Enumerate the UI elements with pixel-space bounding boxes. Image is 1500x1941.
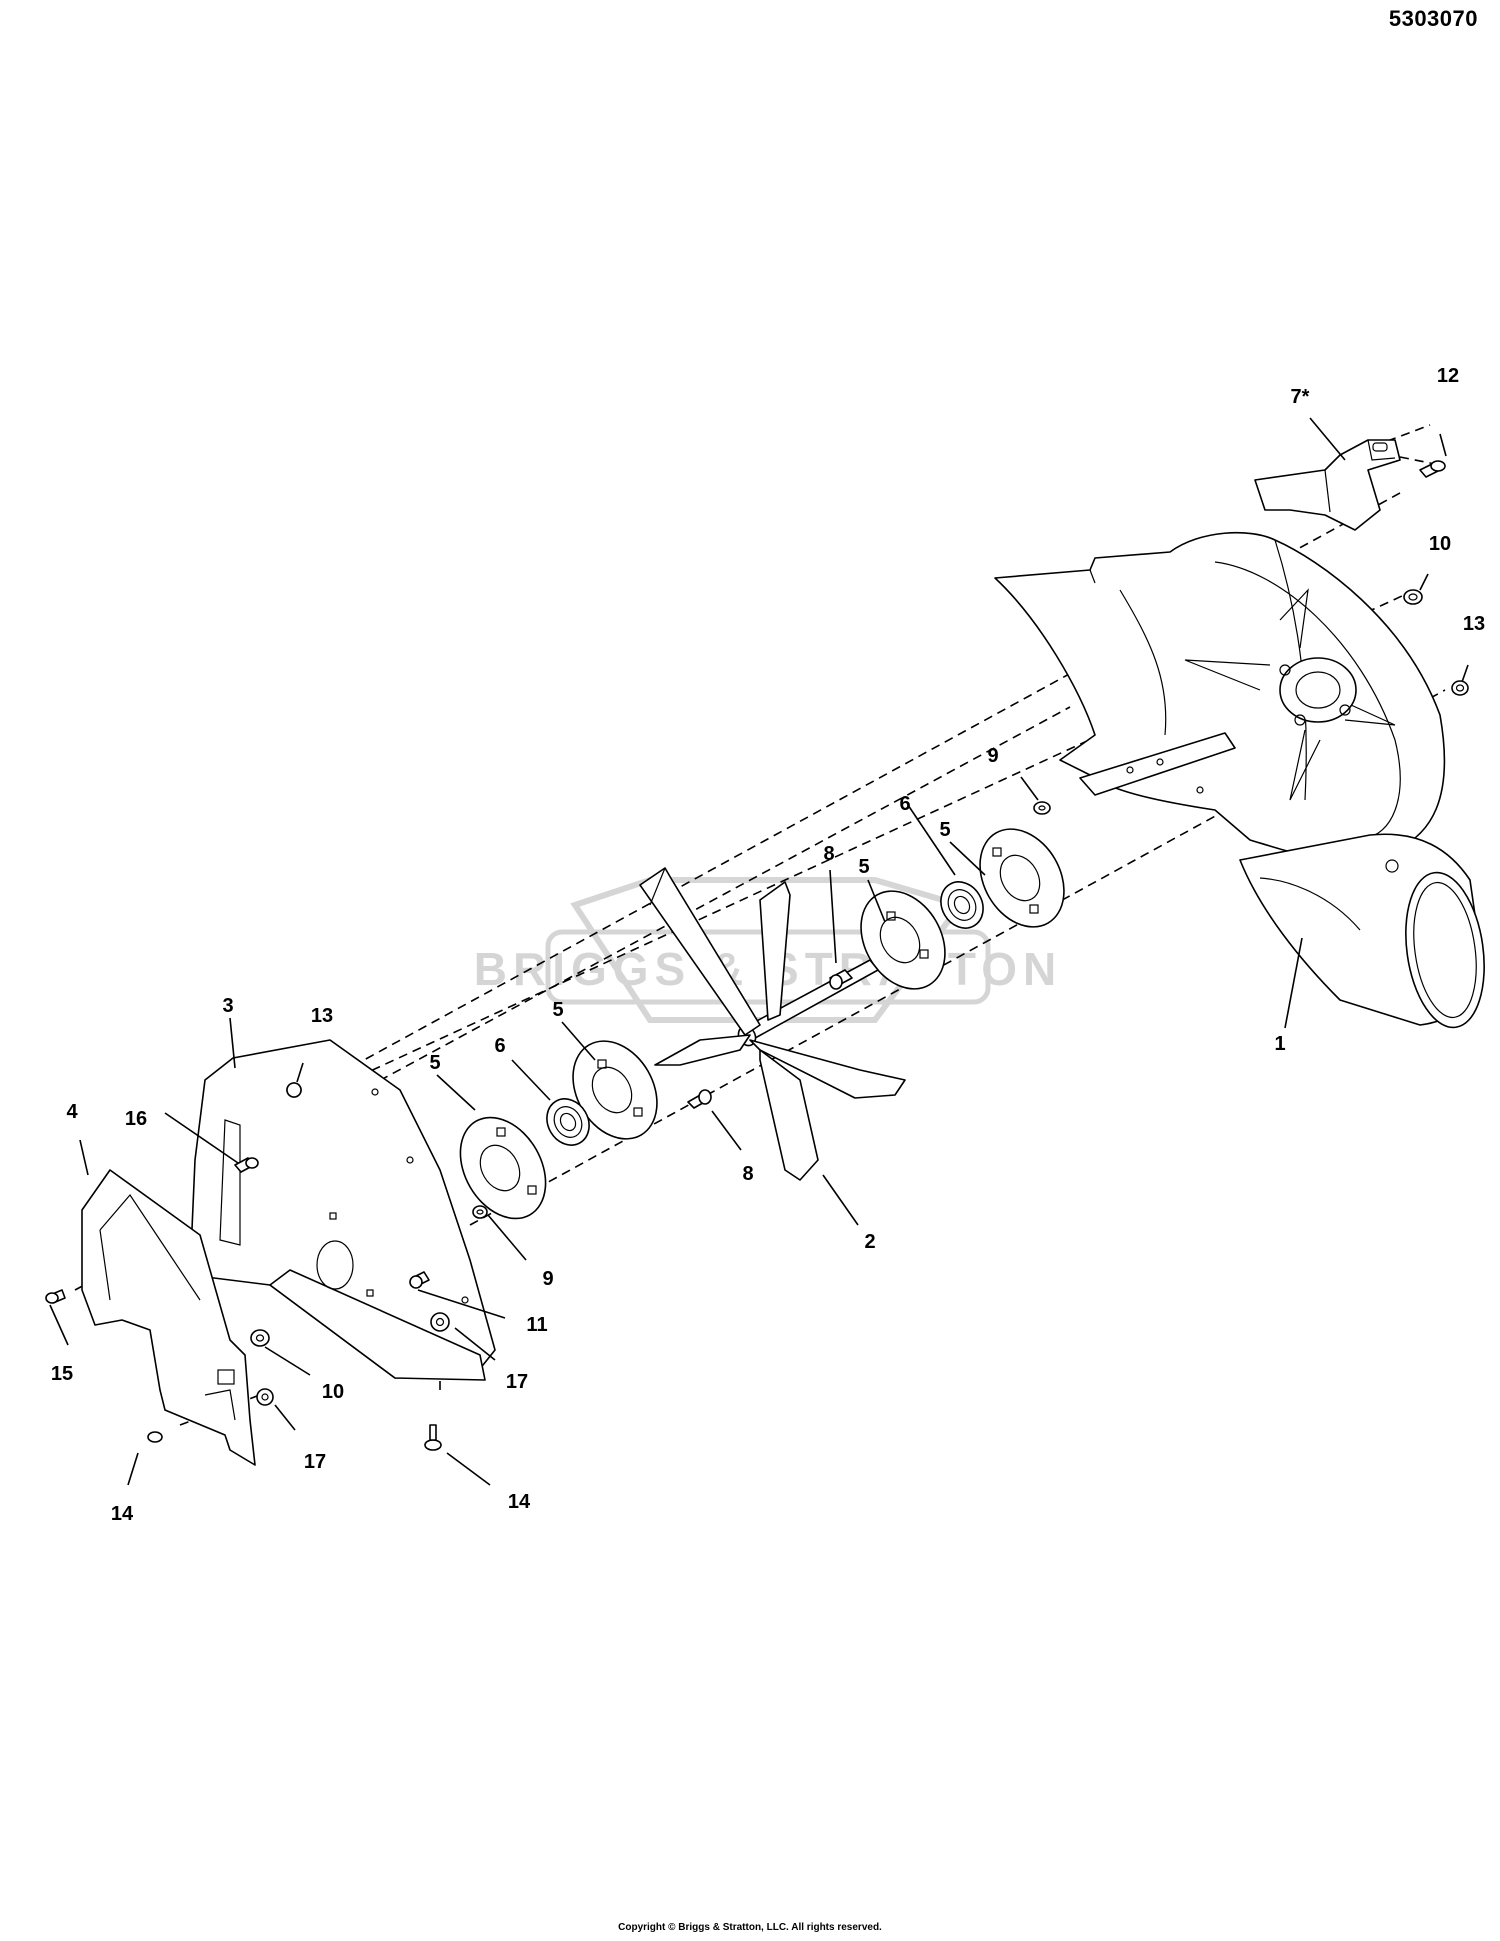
impeller (639, 867, 906, 1181)
callout-15: 15 (51, 1363, 73, 1385)
guard (81, 1169, 256, 1466)
callout-14-a: 14 (111, 1503, 134, 1525)
callout-5-c: 5 (858, 856, 869, 878)
callout-6-b: 6 (899, 793, 910, 815)
callout-11: 11 (526, 1314, 547, 1336)
bracket (1254, 439, 1401, 531)
side-cover (189, 1039, 496, 1381)
callout-10-a: 10 (1429, 533, 1451, 555)
callout-8-a: 8 (823, 843, 834, 865)
callout-17-b: 17 (304, 1451, 326, 1473)
callout-2: 2 (864, 1231, 875, 1253)
callout-5-d: 5 (939, 819, 950, 841)
callout-5-b: 5 (552, 999, 563, 1021)
copyright-notice: Copyright © Briggs & Stratton, LLC. All … (618, 1922, 882, 1933)
hardware-right (1033, 460, 1469, 815)
callout-13-b: 13 (311, 1005, 333, 1027)
callout-6-a: 6 (494, 1035, 505, 1057)
pins (472, 969, 853, 1219)
callout-14-b: 14 (508, 1491, 531, 1513)
callout-3: 3 (222, 995, 233, 1017)
hardware-left (45, 1082, 450, 1451)
callout-1: 1 (1274, 1033, 1285, 1055)
callout-17-a: 17 (506, 1371, 528, 1393)
callout-10-b: 10 (322, 1381, 344, 1403)
callout-12: 12 (1437, 365, 1459, 387)
blower-housing (994, 531, 1485, 1029)
bearings (546, 881, 984, 1146)
callout-9-b: 9 (542, 1268, 553, 1290)
callout-labels: 1 2 3 4 5 5 5 5 6 6 7* 8 8 9 9 10 10 11 … (51, 365, 1485, 1525)
callout-5-a: 5 (429, 1052, 440, 1074)
callout-4: 4 (66, 1101, 78, 1123)
callout-7: 7* (1291, 386, 1310, 408)
callout-13-a: 13 (1463, 613, 1485, 635)
document-number: 5303070 (1388, 6, 1478, 31)
callout-8-b: 8 (742, 1163, 753, 1185)
callout-9-a: 9 (987, 745, 998, 767)
callout-16: 16 (125, 1108, 147, 1130)
bearing-flanges (459, 828, 1065, 1220)
leader-lines (49, 417, 1469, 1486)
